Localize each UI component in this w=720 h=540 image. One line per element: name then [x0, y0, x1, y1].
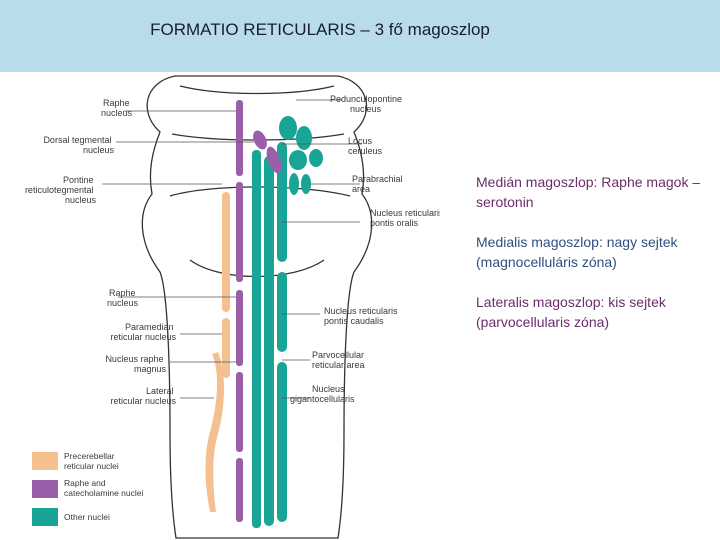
legend-label-other: Other nuclei [64, 512, 110, 522]
slide-title: FORMATIO RETICULARIS – 3 fő magoszlop [150, 20, 490, 39]
teal-column-2 [264, 156, 274, 526]
teal-blob-3 [289, 150, 307, 170]
raphe-column-bottom [236, 458, 243, 522]
teal-blob-2 [296, 126, 312, 150]
legend-swatch-precerebellar [32, 452, 58, 470]
teal-blob-4 [309, 149, 323, 167]
parabrachial-blob-1 [289, 173, 299, 195]
labels-right: Pedunculopontine nucleus Locus ceruleus … [290, 94, 440, 404]
paramedian-column [222, 318, 230, 378]
label-lateral-reticular: Lateral reticular nucleus [110, 386, 176, 406]
legend-label-precerebellar: Precerebellar reticular nuclei [64, 451, 119, 471]
pedunculopontine-blob [279, 116, 297, 140]
label-dorsal-tegmental: Dorsal tegmental nucleus [43, 135, 114, 155]
legend: Precerebellar reticular nuclei Raphe and… [32, 451, 143, 526]
title-bar: FORMATIO RETICULARIS – 3 fő magoszlop [0, 0, 720, 72]
precerebellar-nuclei [205, 192, 230, 512]
label-pedunculopontine: Pedunculopontine nucleus [330, 94, 405, 114]
label-locus-ceruleus: Locus ceruleus [348, 136, 383, 156]
labels-left: Raphe nucleus Dorsal tegmental nucleus P… [25, 98, 177, 406]
label-raphe-nucleus-top: Raphe nucleus [101, 98, 133, 118]
teal-column-1 [252, 150, 261, 528]
label-parabrachial: Parabrachial area [352, 174, 405, 194]
raphe-magnus [236, 372, 243, 452]
leader-lines [102, 99, 362, 399]
raphe-column-mid [236, 182, 243, 282]
label-paramedian: Paramedian reticular nucleus [110, 322, 176, 342]
raphe-nuclei [236, 100, 282, 522]
note-lateral-column: Lateralis magoszlop: kis sejtek (parvoce… [476, 294, 666, 330]
label-gigantocellularis: Nucleus gigantocellularis [290, 384, 355, 404]
teal-column-5 [277, 362, 287, 522]
lateral-reticular-column [205, 352, 224, 512]
notes-panel: Medián magoszlop: Raphe magok – serotoni… [476, 172, 712, 352]
other-nuclei [252, 116, 323, 528]
label-raphe-nucleus-mid: Raphe nucleus [107, 288, 139, 308]
note-medial-column: Medialis magoszlop: nagy sejtek (magnoce… [476, 234, 678, 270]
legend-label-raphe: Raphe and catecholamine nuclei [64, 478, 143, 498]
brainstem-svg: Raphe nucleus Dorsal tegmental nucleus P… [25, 75, 440, 539]
teal-column-4 [277, 272, 287, 352]
locus-ceruleus-blob [266, 146, 282, 174]
brainstem-diagram: Raphe nucleus Dorsal tegmental nucleus P… [20, 72, 440, 540]
pontine-reticulotegmental-column [222, 192, 230, 312]
note-median-column: Medián magoszlop: Raphe magok – serotoni… [476, 174, 701, 210]
raphe-column-low [236, 290, 243, 366]
dorsal-tegmental-blob [253, 130, 267, 150]
label-pontine-reticulotegmental: Pontine reticulotegmental nucleus [25, 175, 97, 205]
label-nucleus-raphe-magnus: Nucleus raphe magnus [105, 354, 166, 374]
label-nrp-caudalis: Nucleus reticularis pontis caudalis [324, 306, 400, 326]
legend-swatch-other [32, 508, 58, 526]
raphe-column-top [236, 100, 243, 176]
label-nrp-oralis: Nucleus reticularis pontis oralis [370, 208, 440, 228]
parabrachial-blob-2 [301, 174, 311, 194]
label-parvocellular: Parvocellular reticular area [312, 350, 367, 370]
legend-swatch-raphe [32, 480, 58, 498]
